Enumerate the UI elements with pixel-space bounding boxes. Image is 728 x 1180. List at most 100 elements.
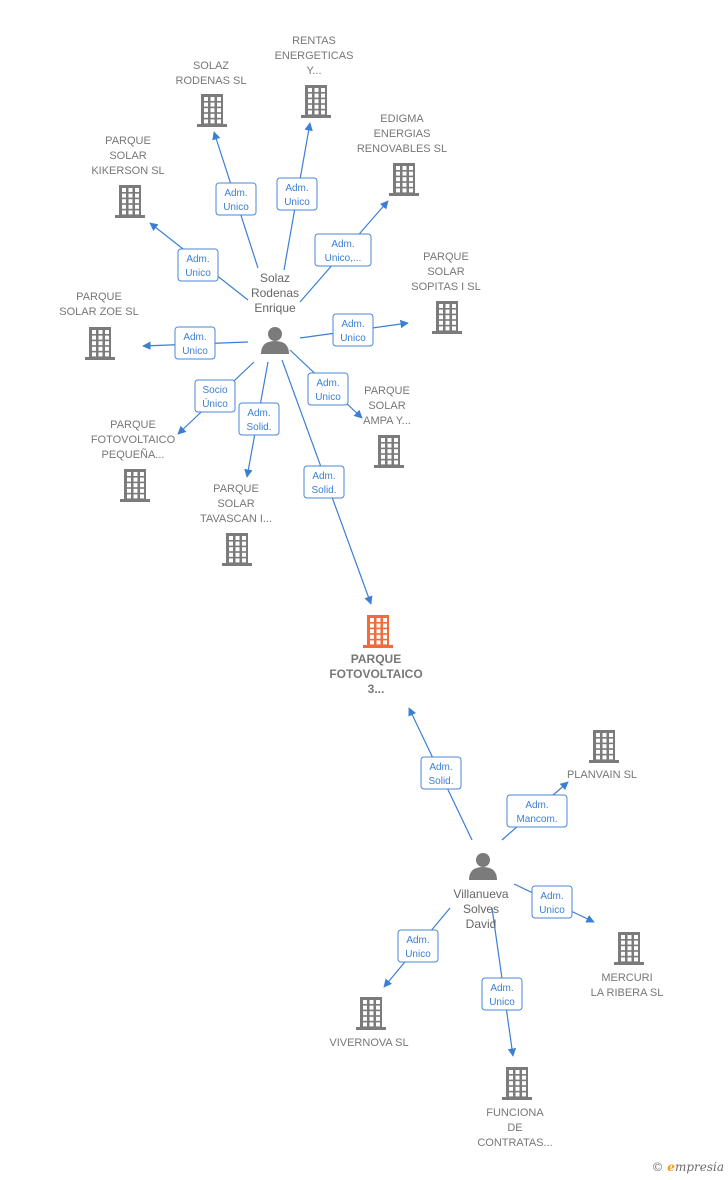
company-label-line: PARQUE [110,419,156,431]
company-node-vivernova[interactable]: VIVERNOVA SL [329,997,409,1049]
relation-badge-box [174,326,216,360]
relation-badge-box [481,977,523,1011]
company-label-line: TAVASCAN I... [200,513,272,525]
relation-badge-planvain[interactable]: Adm. Mancom. [506,794,568,828]
building-icon [120,469,150,502]
company-node-rentas[interactable]: RENTASENERGETICASY... [275,35,354,118]
person-label-line: Villanueva [453,887,508,901]
relation-labels-layer: Adm.UnicoAdm.UnicoAdm.Unico,...Adm.Unico… [174,177,573,1011]
relation-label-text: Unico [284,197,310,208]
empresia-credit[interactable]: © empresia [651,1160,724,1174]
company-label-line: AMPA Y... [363,415,411,427]
relation-label-text: Unico [223,202,249,213]
relation-badge-tavascan[interactable]: Adm.Solid. [238,402,280,436]
relation-badge-ampa[interactable]: Adm. Unico [307,372,349,406]
relation-label-text: Adm. [186,254,209,265]
company-label-line: Y... [306,65,321,77]
company-label-line: PARQUE [351,652,401,666]
brand-initial: e [667,1160,675,1174]
relation-badge-box [314,233,372,267]
company-label-line: SOLAR [217,498,254,510]
relation-label-text: Unico [340,333,366,344]
company-label-line: PARQUE [105,135,151,147]
person-icon [469,853,497,880]
relation-badge-mercuri[interactable]: Adm.Unico [531,885,573,919]
company-label-line: FOTOVOLTAICO [329,667,422,681]
relation-label-text: Adm. [525,800,548,811]
relation-badge-box [531,885,573,919]
relation-label-text: Adm. [490,983,513,994]
relation-badge-box [215,182,257,216]
relation-label-text: Único [202,397,228,410]
company-label-line: PLANVAIN SL [567,769,637,781]
relation-label-text: Mancom. [516,814,557,825]
relation-badge-main[interactable]: Adm.Solid. [303,465,345,499]
company-node-tavascan[interactable]: PARQUE SOLAR TAVASCAN I... [200,483,272,566]
company-label-line: SOLAR [368,400,405,412]
company-label-line: PARQUE [364,385,410,397]
company-label-line: VIVERNOVA SL [329,1037,408,1049]
company-node-solaz-rodenas[interactable]: SOLAZ RODENAS SL [176,60,247,127]
person-label-line: Solaz [260,271,290,285]
company-label-line: FOTOVOLTAICO [91,434,176,446]
relation-label-text: Adm. [341,319,364,330]
relation-badge-box [506,794,568,828]
relation-label-text: Adm. [540,891,563,902]
relation-badge-funciona[interactable]: Adm.Unico [481,977,523,1011]
company-node-pequena[interactable]: PARQUE FOTOVOLTAICO PEQUEÑA... [91,419,176,502]
relation-label-text: Unico,... [325,253,362,264]
company-label-line: ENERGIAS [374,128,431,140]
person-label-line: David [466,917,497,931]
company-label-line: RENOVABLES SL [357,143,447,155]
person-label-line: Rodenas [251,286,299,300]
relation-badge-main[interactable]: Adm. Solid. [420,756,462,790]
relation-label-text: Unico [315,392,341,403]
company-label-line: RENTAS [292,35,336,47]
company-label-line: SOLAZ [193,60,229,72]
relation-badge-box [177,248,219,282]
company-label-line: PEQUEÑA... [102,448,165,461]
relation-badge-rentas[interactable]: Adm.Unico [276,177,318,211]
company-label-line: 3... [368,682,385,696]
relation-label-text: Socio [202,385,227,396]
company-node-ampa[interactable]: PARQUE SOLAR AMPA Y... [363,385,411,468]
company-label-line: DE [507,1122,522,1134]
relation-label-text: Adm. [429,762,452,773]
company-node-funciona[interactable]: FUNCIONADECONTRATAS... [477,1067,553,1149]
relation-badge-edigma[interactable]: Adm.Unico,... [314,233,372,267]
building-icon [356,997,386,1030]
relation-label-text: Solid. [428,776,453,787]
relation-badge-zoe[interactable]: Adm.Unico [174,326,216,360]
company-label-line: PARQUE [213,483,259,495]
building-icon [614,932,644,965]
company-label-line: RODENAS SL [176,75,247,87]
relation-label-text: Adm. [316,378,339,389]
company-label-line: PARQUE [423,251,469,263]
building-icon [301,85,331,118]
relation-label-text: Adm. [312,471,335,482]
building-icon [115,185,145,218]
relation-badge-box [307,372,349,406]
company-node-planvain[interactable]: PLANVAIN SL [567,730,637,781]
company-label-line: EDIGMA [380,113,424,125]
relation-badge-solaz-rodenas[interactable]: Adm.Unico [215,182,257,216]
relation-badge-box [420,756,462,790]
relation-badge-sopitas[interactable]: Adm. Unico [332,313,374,347]
building-icon [85,327,115,360]
relation-badge-kikerson[interactable]: Adm.Unico [177,248,219,282]
relation-badge-box [332,313,374,347]
relation-badge-vivernova[interactable]: Adm.Unico [397,929,439,963]
company-node-edigma[interactable]: EDIGMA ENERGIAS RENOVABLES SL [357,113,447,196]
company-node-main[interactable]: PARQUEFOTOVOLTAICO3... [329,615,423,696]
company-label-line: MERCURI [601,972,652,984]
relation-label-text: Adm. [183,332,206,343]
building-icon [589,730,619,763]
